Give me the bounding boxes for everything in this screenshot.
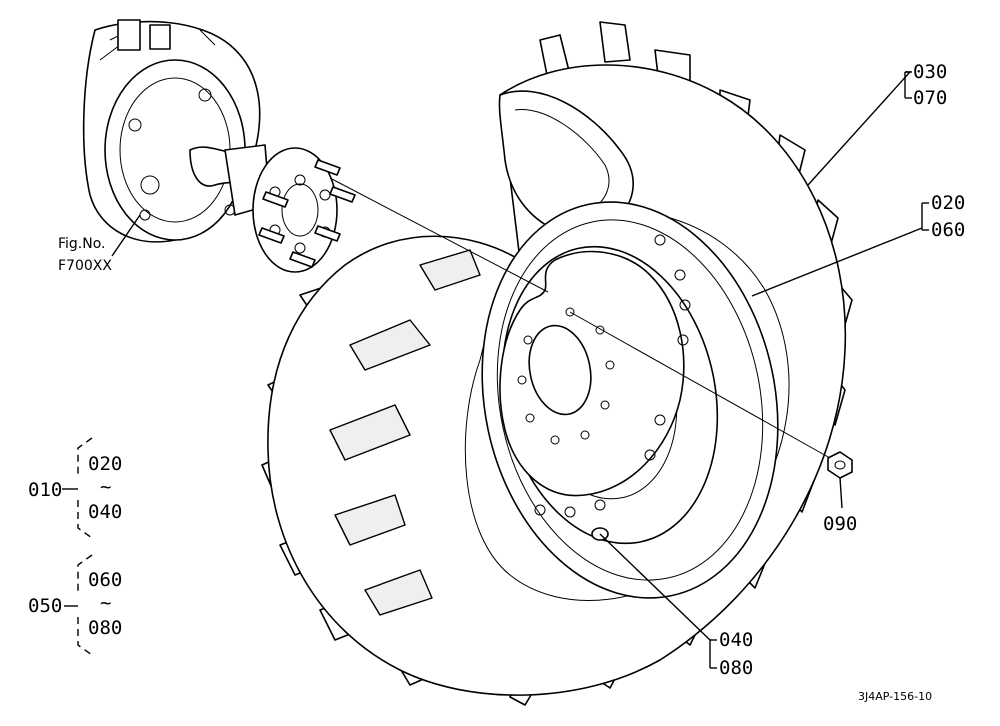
assembly-group-2: 050 060 ~ 080 — [28, 554, 122, 656]
group-tilde: ~ — [100, 476, 111, 498]
group-from: 020 — [88, 453, 122, 475]
group-from: 060 — [88, 569, 122, 591]
wheel-rim — [481, 201, 779, 599]
callout-valve-bottom: 080 — [719, 657, 753, 679]
axle-housing — [82, 19, 271, 243]
wheel-nut — [827, 451, 853, 479]
callout-rim-bottom: 060 — [931, 219, 965, 241]
group-parent: 050 — [28, 595, 62, 617]
callout-tire-top: 030 — [913, 61, 947, 83]
callout-nut: 090 — [823, 513, 857, 535]
figure-ref-line1: Fig.No. — [58, 236, 106, 252]
figure-ref-line2: F700XX — [58, 258, 112, 274]
leader-lines — [111, 71, 929, 669]
callout-valve-top: 040 — [719, 629, 753, 651]
drawing-code: 3J4AP-156-10 — [858, 690, 932, 703]
callout-tire-bottom: 070 — [913, 87, 947, 109]
group-tilde: ~ — [100, 592, 111, 614]
callout-rim-top: 020 — [931, 192, 965, 214]
group-to: 080 — [88, 617, 122, 639]
assembly-group-1: 010 020 ~ 040 — [28, 437, 122, 539]
wheel-studs — [258, 159, 356, 268]
group-parent: 010 — [28, 479, 62, 501]
group-to: 040 — [88, 501, 122, 523]
